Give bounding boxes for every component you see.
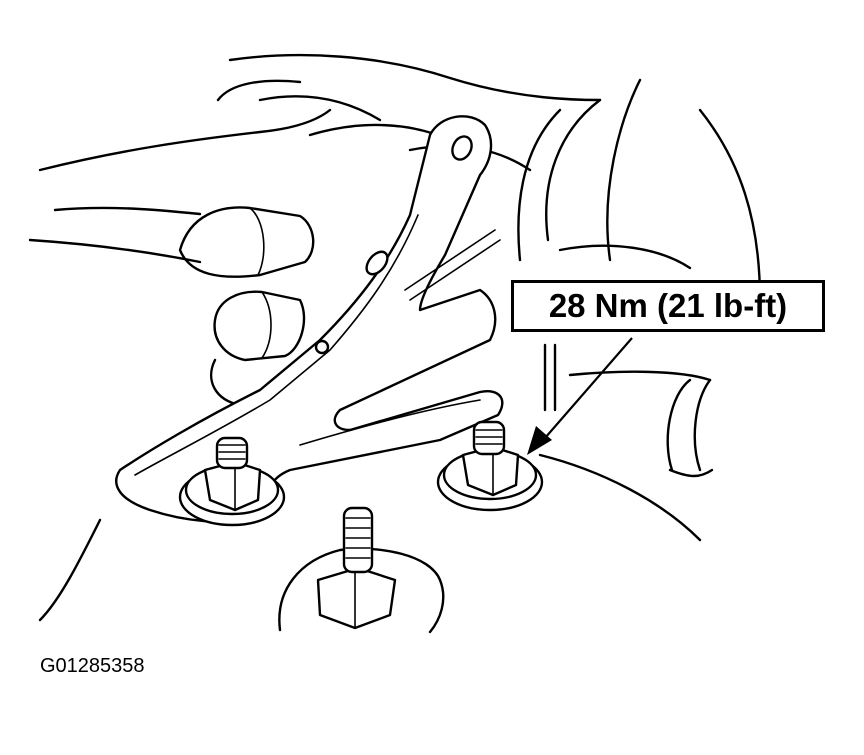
leader-arrow xyxy=(527,337,633,455)
mounting-bracket xyxy=(115,115,504,523)
torque-callout-label: 28 Nm (21 lb-ft) xyxy=(511,280,825,332)
stud-nut-left xyxy=(178,436,286,527)
stud-nut-bottom xyxy=(278,506,445,634)
figure-id-label: G01285358 xyxy=(40,655,145,677)
stud-nut-right xyxy=(436,420,544,512)
